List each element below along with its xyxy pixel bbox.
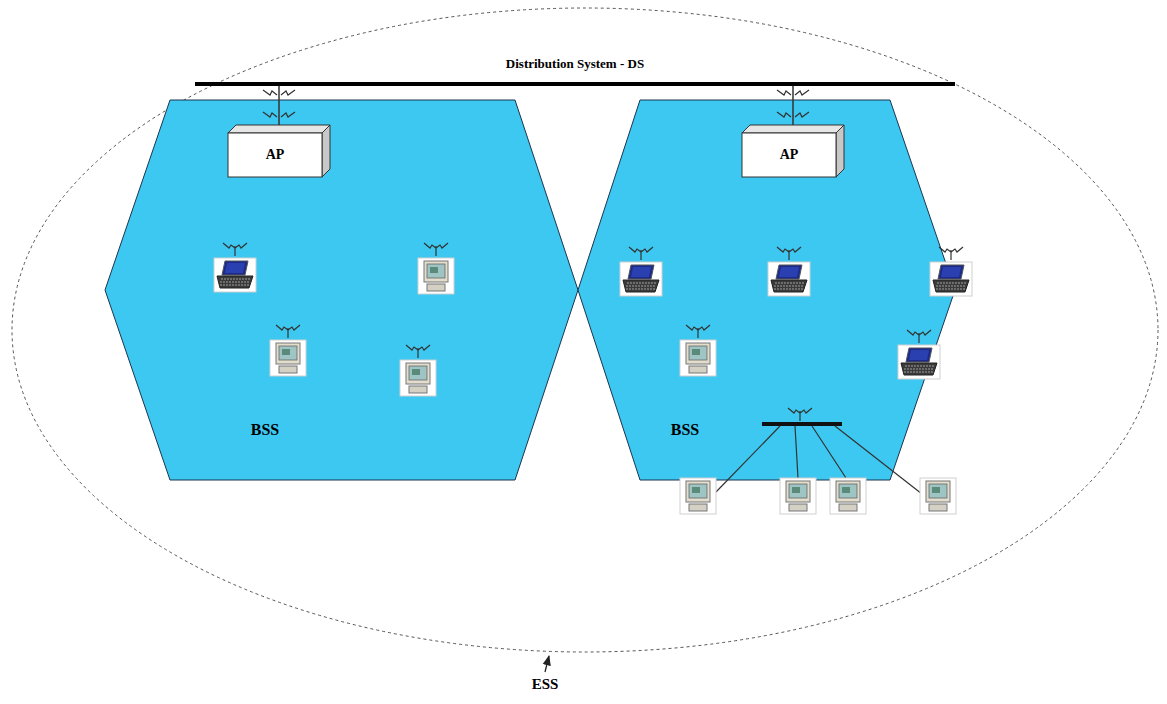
wireless-desktop [680,325,716,376]
antenna-link-group [263,86,295,125]
radio-flash [263,90,295,95]
ap-top-face [228,125,330,133]
ap-uplink [792,86,794,125]
bridge-antenna [788,408,812,421]
wireless-laptop [898,330,940,379]
ap-label: AP [742,133,836,177]
ap-side-face [836,125,844,177]
radio-flash [777,90,809,95]
ap-label: AP [228,133,322,177]
bss-hexagon: BSS AP [578,100,955,480]
wireless-desktop [418,243,454,294]
radio-flash [263,112,295,117]
access-point: AP [742,125,844,177]
ds-label: Distribution System - DS [195,56,955,72]
ap-top-face [742,125,844,133]
leader-arrow [545,656,549,672]
distribution-bar: Distribution System - DS [195,56,955,86]
ap-front-face [228,133,322,177]
wired-desktop [680,478,716,514]
wired-bridge-bar [762,422,842,426]
bss-label: BSS [251,421,279,439]
wired-desktop [780,478,816,514]
wireless-laptop [620,247,662,296]
antenna-link-group [777,86,809,125]
bss-hexagon-outline [105,100,578,480]
ds-backbone [195,82,955,86]
ess-label: ESS [532,676,559,693]
wireless-desktop [400,345,436,396]
ess-boundary [12,8,1158,652]
bss-cell [578,100,955,480]
ap-uplink [278,86,280,125]
wired-desktop [830,478,866,514]
wireless-laptop [768,247,810,296]
radio-flash [777,112,809,117]
ap-front-face [742,133,836,177]
ap-side-face [322,125,330,177]
bss-cell [105,100,578,480]
wireless-desktop [270,325,306,376]
lan-wire [716,426,922,494]
wired-desktop [920,478,956,514]
ess-ellipse: ESSDistribution System - DSBSSAPBSSAP [11,7,1159,653]
wireless-laptop [930,247,972,296]
bss-label: BSS [671,421,699,439]
wireless-laptop [214,243,256,292]
access-point: AP [228,125,330,177]
bss-hexagon: BSS AP [105,100,578,480]
